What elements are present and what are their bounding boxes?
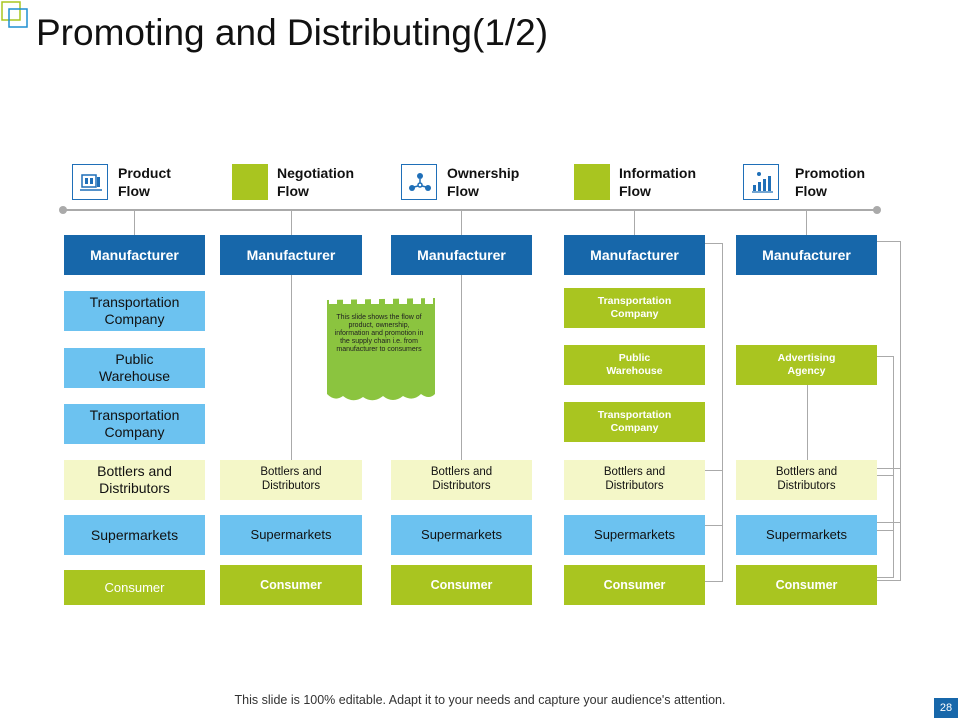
timeline-tick	[634, 210, 635, 235]
information-icon	[574, 164, 610, 200]
information-flow-label: Information Flow	[619, 165, 696, 199]
promotion-supermarkets: Supermarkets	[736, 515, 877, 555]
negotiation-supermarkets: Supermarkets	[220, 515, 362, 555]
negotiation-consumer: Consumer	[220, 565, 362, 605]
promo-bracket	[893, 356, 894, 578]
info-bracket	[705, 581, 723, 582]
promo-bracket	[877, 530, 894, 531]
info-bracket	[705, 243, 723, 244]
product-flow-label: Product Flow	[118, 165, 171, 199]
information-warehouse: Public Warehouse	[564, 345, 705, 385]
product-supermarkets: Supermarkets	[64, 515, 205, 555]
promo-bracket	[877, 475, 894, 476]
sticky-note-text: This slide shows the flow of product, ow…	[334, 314, 424, 353]
negotiation-icon	[232, 164, 268, 200]
promo-bracket	[877, 468, 901, 469]
negotiation-manufacturer: Manufacturer	[220, 235, 362, 275]
promotion-agency: Advertising Agency	[736, 345, 877, 385]
timeline-tick	[461, 210, 462, 235]
negotiation-connector	[291, 275, 292, 460]
timeline-tick	[806, 210, 807, 235]
ownership-manufacturer: Manufacturer	[391, 235, 532, 275]
footer-text: This slide is 100% editable. Adapt it to…	[234, 693, 726, 707]
promotion-icon	[743, 164, 779, 200]
product-warehouse: Public Warehouse	[64, 348, 205, 388]
ownership-bottlers: Bottlers and Distributors	[391, 460, 532, 500]
ownership-flow-label: Ownership Flow	[447, 165, 520, 199]
promo-bracket	[900, 241, 901, 581]
information-bottlers: Bottlers and Distributors	[564, 460, 705, 500]
corner-decoration	[1, 1, 28, 28]
sticky-note	[327, 294, 435, 401]
promo-bracket	[877, 522, 901, 523]
product-consumer: Consumer	[64, 570, 205, 605]
negotiation-flow-label: Negotiation Flow	[277, 165, 354, 199]
product-manufacturer: Manufacturer	[64, 235, 205, 275]
page-number: 28	[934, 698, 958, 718]
information-manufacturer: Manufacturer	[564, 235, 705, 275]
info-bracket	[722, 243, 723, 582]
product-bottlers: Bottlers and Distributors	[64, 460, 205, 500]
promotion-connector	[807, 385, 808, 460]
promo-bracket	[877, 577, 894, 578]
promotion-consumer: Consumer	[736, 565, 877, 605]
promotion-bottlers: Bottlers and Distributors	[736, 460, 877, 500]
information-transport-1: Transportation Company	[564, 288, 705, 328]
promotion-manufacturer: Manufacturer	[736, 235, 877, 275]
info-bracket	[705, 525, 723, 526]
product-icon	[72, 164, 108, 200]
timeline-tick	[134, 210, 135, 235]
ownership-consumer: Consumer	[391, 565, 532, 605]
information-supermarkets: Supermarkets	[564, 515, 705, 555]
promotion-flow-label: Promotion Flow	[795, 165, 865, 199]
ownership-supermarkets: Supermarkets	[391, 515, 532, 555]
negotiation-bottlers: Bottlers and Distributors	[220, 460, 362, 500]
information-transport-2: Transportation Company	[564, 402, 705, 442]
promo-bracket	[877, 241, 901, 242]
information-consumer: Consumer	[564, 565, 705, 605]
promo-bracket	[877, 356, 894, 357]
product-transport-2: Transportation Company	[64, 404, 205, 444]
flow-timeline	[59, 206, 881, 214]
ownership-icon	[401, 164, 437, 200]
slide-title: Promoting and Distributing(1/2)	[36, 12, 549, 53]
promo-bracket	[877, 580, 901, 581]
timeline-tick	[291, 210, 292, 235]
ownership-connector	[461, 275, 462, 460]
product-transport-1: Transportation Company	[64, 291, 205, 331]
info-bracket	[705, 470, 723, 471]
